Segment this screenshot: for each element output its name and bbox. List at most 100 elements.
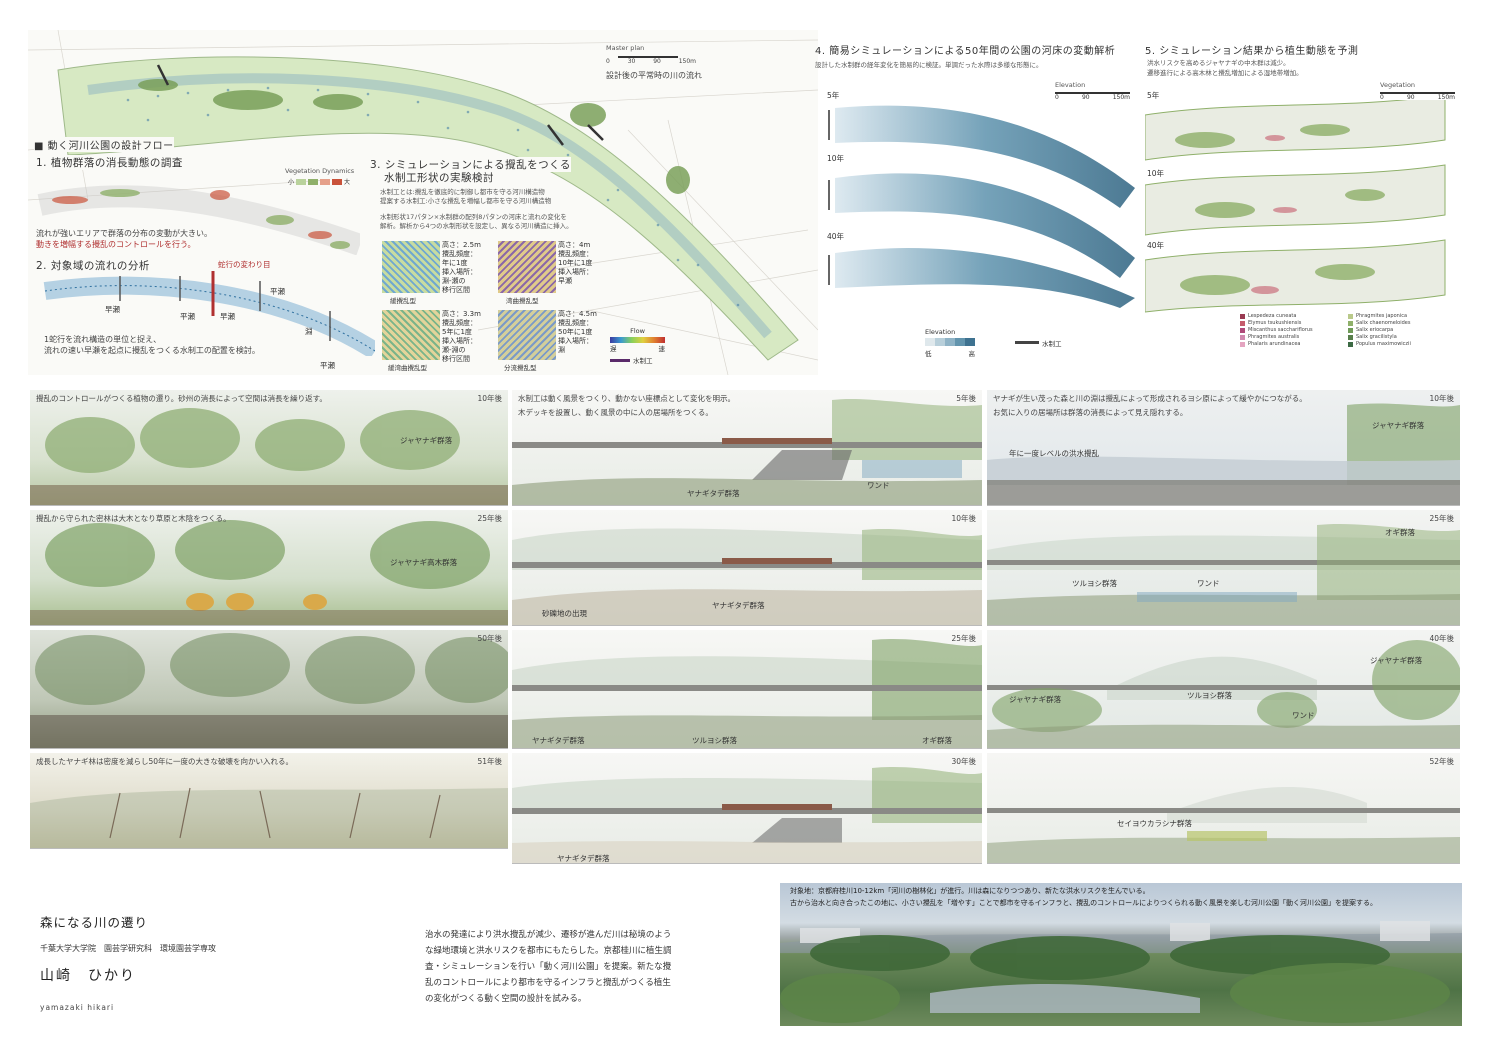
s3-item-spec: 高さ：4m 攪乱頻度： 10年に1度 挿入場所： 早瀬 xyxy=(558,241,593,285)
panel-label: ワンド xyxy=(867,481,890,490)
structure-label: 水制工 xyxy=(633,357,653,365)
panel-text: お気に入りの居場所は群落の消長によって見え隠れする。 xyxy=(993,408,1188,417)
s2-flow-map xyxy=(43,271,375,356)
panel-illustration xyxy=(30,408,508,505)
flow-gradient xyxy=(610,337,665,343)
s3-title-1: 3. シミュレーションによる攪乱をつくる xyxy=(370,157,571,172)
panel-year: 40年後 xyxy=(1429,634,1454,643)
s5-vegetation-maps xyxy=(1145,100,1446,313)
legend-swatch xyxy=(965,338,975,346)
author-name: 山崎 ひかり xyxy=(40,968,136,984)
panel-illustration xyxy=(512,528,982,625)
legend-item: Phragmites australis xyxy=(1240,334,1342,340)
scale-tick: 30 xyxy=(627,58,636,65)
s4-year: 10年 xyxy=(827,154,845,163)
s2-label: 平瀬 xyxy=(180,312,195,321)
legend-item: Miscanthus sacchariflorus xyxy=(1240,327,1342,333)
section-4: 4. 簡易シミュレーションによる50年間の公園の河床の変動解析 設計した水制群の… xyxy=(815,38,1145,373)
scale-tick: 90 xyxy=(653,58,661,65)
s5-scale-title: Vegetation xyxy=(1380,81,1416,89)
legend-label: Salix eriocarpa xyxy=(1356,327,1394,333)
s2-text-1: 1蛇行を流れ構造の単位と捉え、 xyxy=(44,335,162,344)
legend-label: Miscanthus sacchariflorus xyxy=(1248,327,1313,333)
legend-label: Phragmites japonica xyxy=(1356,313,1408,319)
s4-title: 4. 簡易シミュレーションによる50年間の公園の河床の変動解析 xyxy=(815,46,1116,57)
s2-label: 早瀬 xyxy=(105,305,120,314)
panel-year: 25年後 xyxy=(951,634,976,643)
s5-legend: Lespedeza cuneata Phragmites japonica El… xyxy=(1240,313,1450,347)
panel-illustration xyxy=(30,787,508,848)
legend-swatch xyxy=(945,338,955,346)
panel-label: ジャヤナギ群落 xyxy=(1009,695,1062,704)
author-name-en: yamazaki hikari xyxy=(40,1003,115,1012)
site-photo: 対象地：京都府桂川10-12km「河川の樹林化」が進行。川は森になりつつあり、新… xyxy=(780,883,1462,1026)
project-title: 森になる川の遷り xyxy=(40,915,149,930)
s3-item-name: 分流攪乱型 xyxy=(504,364,537,372)
panel-year: 30年後 xyxy=(951,757,976,766)
col2-panel: 30年後 ヤナギタデ群落 xyxy=(512,753,982,864)
legend-item: Salix chaenomeloides xyxy=(1348,320,1450,326)
s2-label: 平瀬 xyxy=(270,287,285,296)
scale-tick: 150m xyxy=(678,58,696,65)
panel-label: ツルヨシ群落 xyxy=(1072,579,1117,588)
panel-label: オギ群落 xyxy=(922,736,952,745)
legend-title: Elevation xyxy=(925,328,956,336)
master-plan-title: Master plan xyxy=(606,44,645,52)
col1-panel: 攪乱から守られた密林は大木となり草原と木陰をつくる。 25年後 ジャヤナギ高木群… xyxy=(30,510,508,626)
panel-year: 10年後 xyxy=(477,394,502,403)
panel-year: 51年後 xyxy=(477,757,502,766)
scale-bar xyxy=(1055,92,1130,94)
legend-label: Elymus tsukushiensis xyxy=(1248,320,1302,326)
s3-item-name: 湾曲攪乱型 xyxy=(506,297,539,305)
s3-text-3: 水制形状17パタン×水制群の配列8パタンの河床と流れの変化を xyxy=(380,213,567,221)
legend-item: Phragmites japonica xyxy=(1348,313,1450,319)
s5-year: 10年 xyxy=(1147,169,1165,178)
legend-swatch xyxy=(1348,341,1353,347)
section-1: 1. 植物群落の消長動態の調査 Vegetation Dynamics 小 大 … xyxy=(30,155,360,255)
panel-year: 5年後 xyxy=(956,394,976,403)
legend-low: 低 xyxy=(925,350,932,358)
col3-panel: ヤナギが生い茂った森と川の淵は攪乱によって形成されるヨシ原によって緩やかにつなが… xyxy=(987,390,1460,506)
struct-swatch xyxy=(1015,341,1039,344)
s3-item-diagram xyxy=(382,310,440,360)
site-photo-image xyxy=(780,921,1462,1023)
legend-label: Salix gracilistyla xyxy=(1356,334,1397,340)
s4-year: 40年 xyxy=(827,232,845,241)
panel-label: 砂礫地の出現 xyxy=(542,609,587,618)
master-scale: 0 30 90 150m xyxy=(606,58,696,65)
legend-swatch xyxy=(955,338,965,346)
legend-swatch xyxy=(1240,313,1245,319)
col2-panel: 25年後 ヤナギタデ群落 ツルヨシ群落 オギ群落 xyxy=(512,630,982,749)
scale-tick: 0 xyxy=(1055,94,1059,101)
s1-vegetation-map xyxy=(37,185,360,255)
panel-year: 25年後 xyxy=(477,514,502,523)
s3-item-diagram xyxy=(498,310,556,360)
s4-legend: Elevation 水制工 低高 xyxy=(925,328,1125,358)
panel-illustration xyxy=(987,523,1460,625)
legend-small: 小 xyxy=(288,179,295,186)
legend-swatch xyxy=(1348,313,1353,319)
col2-panel: 10年後 砂礫地の出現 ヤナギタデ群落 xyxy=(512,510,982,626)
legend-swatch xyxy=(925,338,935,346)
s3-text-4: 解析。解析から4つの水制形状を設定し、異なる河川構造に挿入。 xyxy=(380,222,573,230)
s5-text-1: 洪水リスクを高めるジャヤナギの中木群は減少。 xyxy=(1147,59,1290,67)
legend-item: Populus maximowiczii xyxy=(1348,341,1450,347)
legend-item: Elymus tsukushiensis xyxy=(1240,320,1342,326)
s5-year: 40年 xyxy=(1147,241,1165,250)
panel-label: ヤナギタデ群落 xyxy=(557,854,610,863)
flow-label: Flow xyxy=(630,327,645,335)
s5-year: 5年 xyxy=(1147,91,1160,100)
s1-legend: 小 大 xyxy=(288,177,350,186)
abstract: 治水の発達により洪水攪乱が減少、遷移が進んだ川は秘境のような緑地環境と洪水リスク… xyxy=(425,930,672,1004)
legend-swatch xyxy=(935,338,945,346)
legend-label: Phalaris arundinacea xyxy=(1248,341,1301,347)
s3-item-name: 緩攪乱型 xyxy=(390,297,416,305)
s3-text-1: 水制工とは:攪乱を徹底的に制御し都市を守る河川構造物 xyxy=(380,188,545,196)
col3-panel: 25年後 ツルヨシ群落 ワンド オギ群落 xyxy=(987,510,1460,626)
legend-label: Salix chaenomeloides xyxy=(1356,320,1411,326)
structure-swatch xyxy=(610,358,630,362)
legend-swatch xyxy=(1348,334,1353,340)
panel-illustration xyxy=(512,766,982,863)
legend-large: 大 xyxy=(344,179,351,186)
